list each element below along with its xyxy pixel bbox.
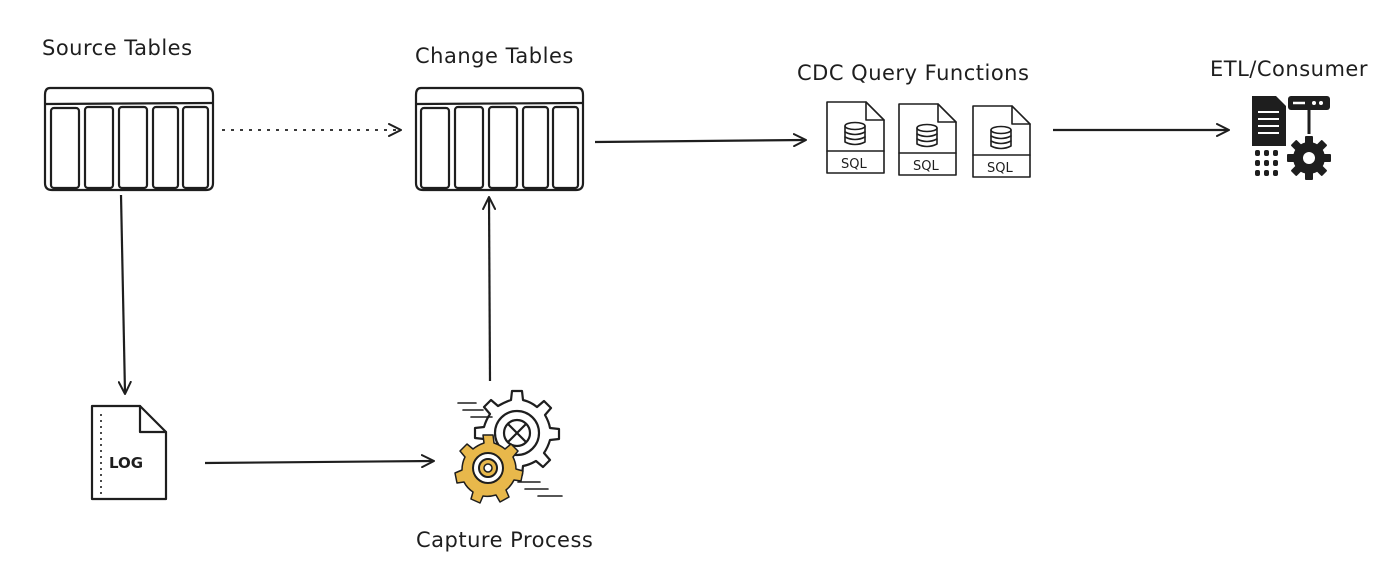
edge-capture-to-change xyxy=(482,196,497,382)
server-icon xyxy=(1252,96,1331,180)
sql-file-icon: SQL xyxy=(898,103,957,176)
source-tables-label: Source Tables xyxy=(42,36,193,60)
source-tables-icon xyxy=(43,86,215,192)
capture-process-label: Capture Process xyxy=(416,528,593,552)
sql-file-icon: SQL xyxy=(972,105,1031,178)
sql-file-label: SQL xyxy=(841,157,867,172)
edge-source-to-log xyxy=(117,194,132,395)
cdc-query-functions-label: CDC Query Functions xyxy=(797,61,1029,85)
log-file-icon: LOG xyxy=(90,404,168,501)
sql-file-label: SQL xyxy=(987,161,1013,176)
etl-consumer-label: ETL/Consumer xyxy=(1210,57,1368,81)
edge-log-to-capture xyxy=(204,454,435,469)
change-tables-icon xyxy=(414,86,585,192)
sql-file-label: SQL xyxy=(913,159,939,174)
edge-change-to-cdc xyxy=(594,133,807,148)
log-label: LOG xyxy=(109,454,143,472)
sql-file-icon: SQL xyxy=(826,101,885,174)
change-tables-label: Change Tables xyxy=(415,44,574,68)
gear-icon xyxy=(454,389,563,504)
